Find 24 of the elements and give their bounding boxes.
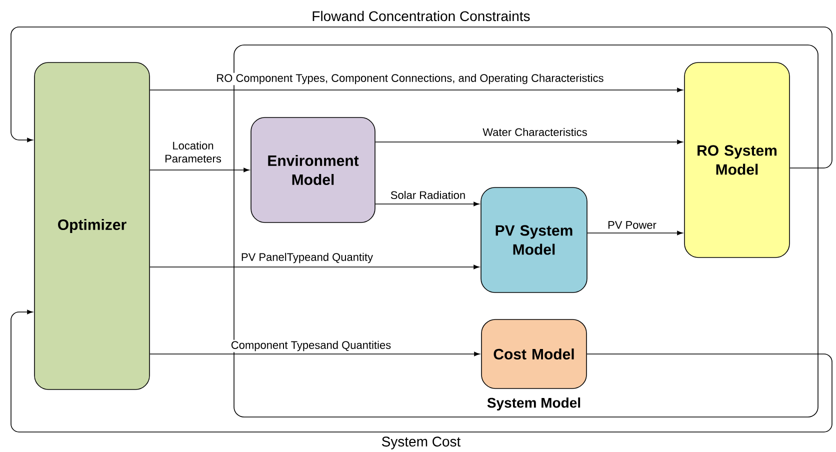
- group-label: System Model: [487, 397, 580, 410]
- edge-label: Component Typesand Quantities: [230, 340, 392, 352]
- arrow: [150, 264, 480, 270]
- edge-label: Flowand Concentration Constraints: [310, 10, 532, 22]
- arrow: [587, 230, 683, 236]
- arrow: [10, 310, 832, 432]
- arrow: [150, 88, 683, 92]
- arrow: [375, 140, 683, 144]
- process-box: Environment Model: [250, 117, 376, 223]
- edge-label: Water Characteristics: [482, 126, 588, 138]
- process-box: Optimizer: [34, 62, 150, 390]
- edge-label: Location Parameters: [160, 140, 226, 164]
- edge-label: System Cost: [380, 436, 462, 450]
- process-box: Cost Model: [481, 319, 587, 389]
- process-box: RO System Model: [684, 62, 790, 258]
- arrow: [150, 168, 250, 172]
- edge-label: Solar Radiation: [389, 190, 467, 200]
- arrow: [375, 202, 480, 206]
- edge-label: PV Power: [606, 220, 658, 230]
- edge-label: PV PanelTypeand Quantity: [240, 252, 374, 264]
- arrow: [150, 352, 480, 356]
- arrow: [10, 26, 832, 168]
- process-box: PV System Model: [480, 187, 588, 293]
- edge-label: RO Component Types, Component Connections, and Operating Characteristics: [215, 72, 605, 86]
